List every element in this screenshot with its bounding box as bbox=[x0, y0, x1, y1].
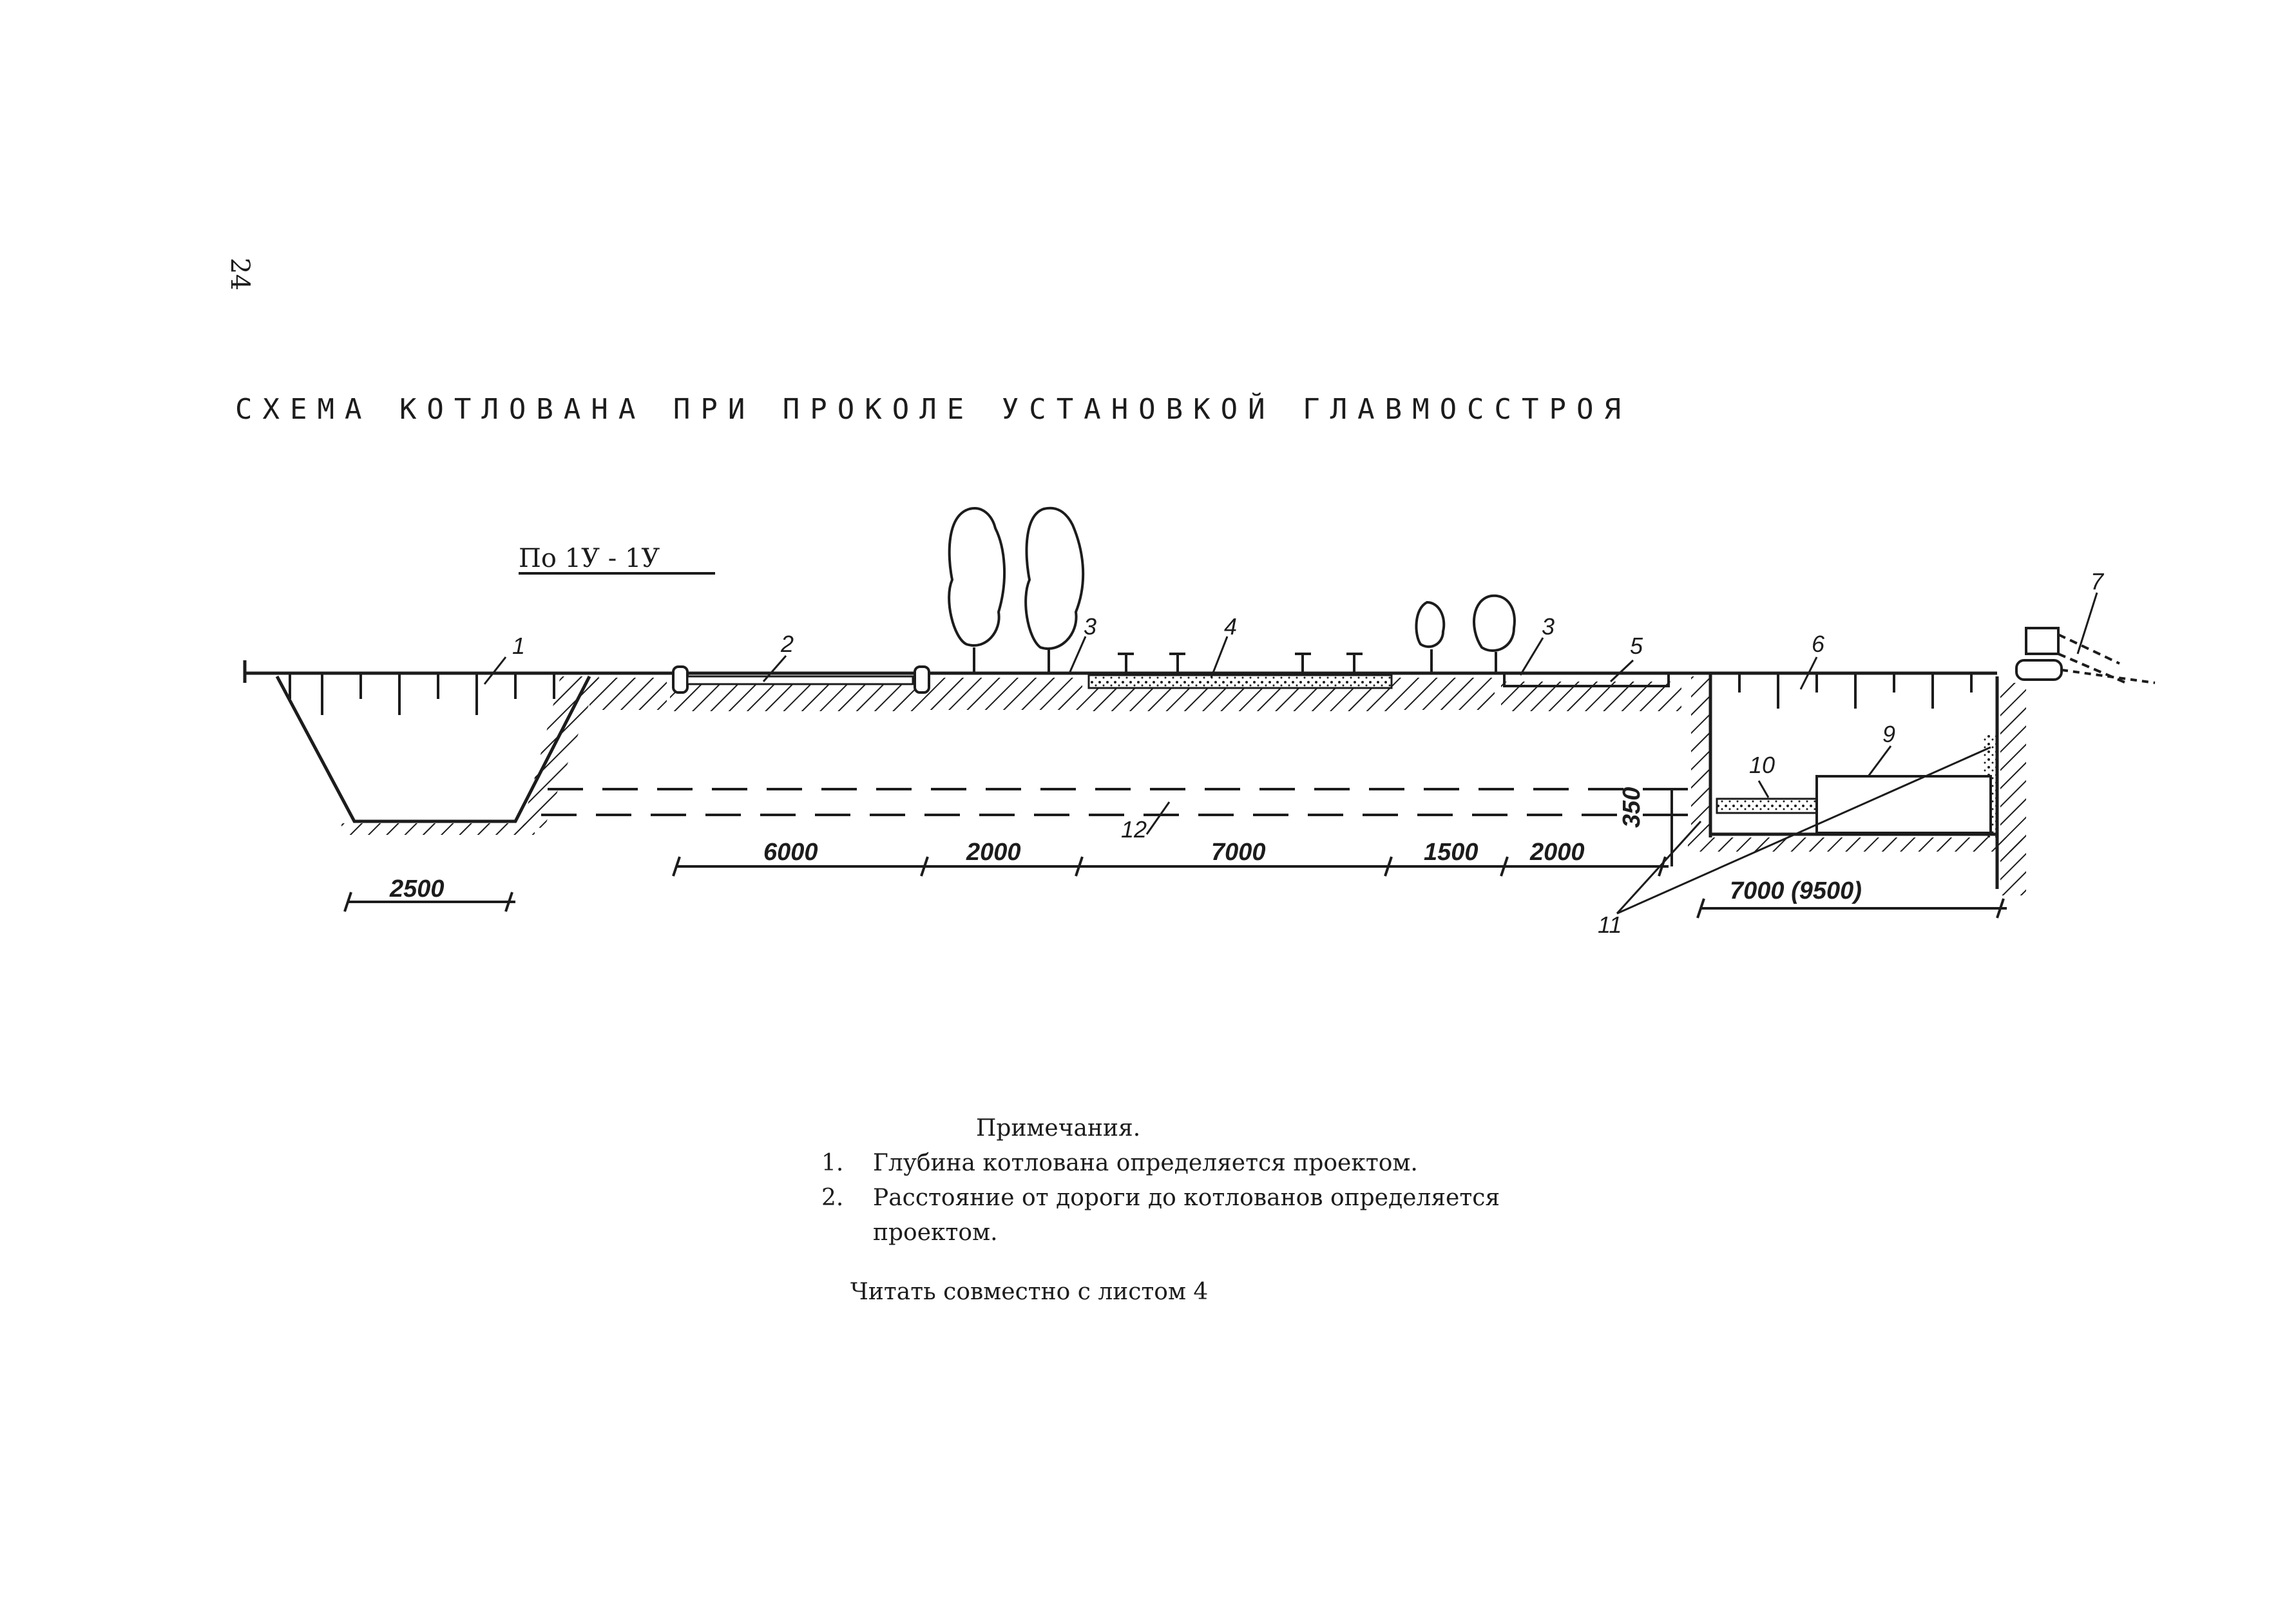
callout-9: 9 bbox=[1882, 721, 1895, 747]
notes-heading: Примечания. bbox=[976, 1115, 1141, 1142]
leader-lines bbox=[483, 592, 2098, 915]
callout-3-right: 3 bbox=[1542, 613, 1555, 640]
small-tree-icon bbox=[1415, 600, 1446, 673]
casing-pipe bbox=[541, 788, 1630, 816]
dimension-work-pit: 7000 (9500) bbox=[1730, 877, 1862, 904]
notes-block: Примечания. 1. Глубина котлована определ… bbox=[821, 1111, 1594, 1250]
crane-icon bbox=[2015, 627, 2156, 684]
callout-3-left: 3 bbox=[1084, 613, 1096, 640]
callout-1: 1 bbox=[512, 633, 525, 659]
receiving-pit bbox=[275, 673, 599, 835]
note-number: 2. bbox=[821, 1185, 844, 1211]
callout-10: 10 bbox=[1749, 752, 1775, 778]
callout-6: 6 bbox=[1812, 631, 1825, 657]
section-label: По 1У - 1У bbox=[519, 544, 660, 573]
note-item: 2. Расстояние от дороги до котлованов оп… bbox=[821, 1181, 1594, 1250]
read-together-note: Читать совместно с листом 4 bbox=[850, 1279, 1209, 1305]
dimension-segment-5: 2000 bbox=[1529, 839, 1585, 866]
dimension-pit-width: 2500 bbox=[389, 875, 445, 903]
callout-11: 11 bbox=[1598, 912, 1622, 938]
dimension-segment-1: 6000 bbox=[763, 839, 818, 866]
road-section-4 bbox=[1087, 653, 1393, 689]
note-text: Глубина котлована определяется проектом. bbox=[873, 1150, 1418, 1176]
callout-5: 5 bbox=[1630, 633, 1643, 659]
ground-surface bbox=[243, 660, 1997, 683]
tall-tree-icon bbox=[1024, 506, 1085, 673]
note-number: 1. bbox=[821, 1150, 844, 1176]
tall-tree-icon bbox=[948, 507, 1006, 673]
callout-12: 12 bbox=[1121, 816, 1147, 843]
dimension-segment-3: 7000 bbox=[1211, 839, 1266, 866]
dimension-lines bbox=[343, 788, 2007, 919]
small-tree-icon bbox=[1473, 594, 1516, 673]
callout-7: 7 bbox=[2091, 568, 2105, 595]
dimension-segment-4: 1500 bbox=[1424, 839, 1479, 866]
dimension-segment-2: 2000 bbox=[966, 839, 1021, 866]
dimension-casing-height: 350 bbox=[1618, 787, 1645, 828]
drawing-title: СХЕМА КОТЛОВАНА ПРИ ПРОКОЛЕ УСТАНОВКОЙ Г… bbox=[235, 393, 1632, 426]
note-item: 1. Глубина котлована определяется проект… bbox=[821, 1146, 1594, 1181]
launch-pit bbox=[1688, 673, 2026, 895]
callout-4: 4 bbox=[1224, 613, 1237, 640]
road-section-2 bbox=[672, 665, 930, 694]
callout-2: 2 bbox=[780, 631, 794, 657]
note-text: Расстояние от дороги до котлованов опред… bbox=[873, 1185, 1500, 1246]
road-section-5 bbox=[1503, 673, 1670, 687]
